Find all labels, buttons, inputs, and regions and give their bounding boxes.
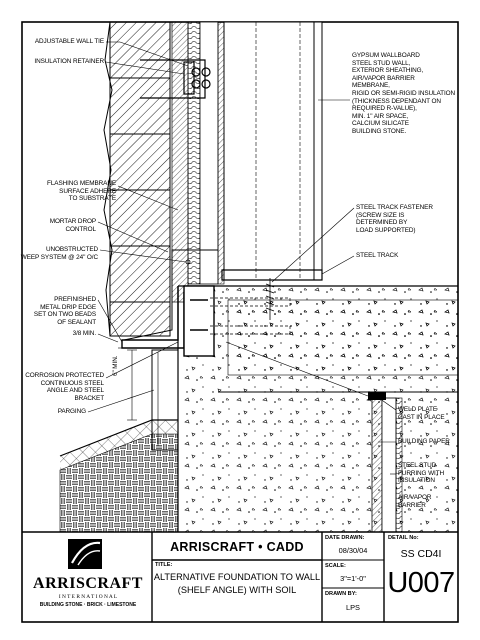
steel-track <box>221 269 323 281</box>
scale-value: 3"=1'-0" <box>340 574 366 583</box>
label-adjustable-wall-tie: ADJUSTABLE WALL TIE <box>34 38 104 45</box>
detail-number-label: DETAIL No: <box>388 535 419 541</box>
title-block <box>22 531 458 622</box>
drawn-by-value: LPS <box>346 603 360 612</box>
label-drip-edge: PREFINISHED METAL DRIP EDGE SET ON TWO B… <box>33 296 96 326</box>
track-fastener <box>265 278 275 320</box>
label-weep-system: UNOBSTRUCTED WEEP SYSTEM @ 24" O/C <box>20 246 98 261</box>
air-vapor-membrane <box>217 22 225 285</box>
floor-slab <box>227 299 458 376</box>
drawn-by-label: DRAWN BY: <box>325 591 357 597</box>
title-line-2: (SHELF ANGLE) WITH SOIL <box>177 585 297 595</box>
stone-veneer <box>109 22 171 337</box>
label-weld-plate: WELD PLATE CAST IN PLACE <box>398 406 445 421</box>
sheathing <box>199 22 219 285</box>
steel-stud-wall <box>223 22 315 281</box>
steel-stud-furring <box>381 397 397 532</box>
label-3-8-min: 3/8 MIN. <box>72 330 96 337</box>
dimension-3-8 <box>118 335 124 349</box>
label-furring: STEEL STUD FURRING WITH INSULATION <box>398 462 445 485</box>
label-air-vapor: AIR/VAPOR BARRIER <box>398 494 432 509</box>
label-wall-assembly: GYPSUM WALLBOARD STEEL STUD WALL, EXTERI… <box>352 52 456 135</box>
logo-subtitle: I N T E R N A T I O N A L <box>58 594 118 600</box>
label-flashing-membrane: FLASHING MEMBRANE SURFACE ADHERE TO SUBS… <box>47 180 116 203</box>
label-building-paper: BUILDING PAPER <box>398 438 450 445</box>
arriscraft-logo-icon <box>68 539 102 569</box>
logo-name: ARRISCRAFT <box>33 575 143 592</box>
label-shelf-angle: CORROSION PROTECTED CONTINUOUS STEEL ANG… <box>25 372 104 402</box>
flashing-membrane <box>123 249 218 341</box>
label-insulation-retainer: INSULATION RETAINER <box>34 58 104 65</box>
label-parging: PARGING <box>57 408 86 415</box>
header-arriscraft-cadd: ARRISCRAFT • CADD <box>170 540 304 554</box>
label-steel-track: STEEL TRACK <box>356 252 399 259</box>
adjustable-wall-tie <box>140 59 211 99</box>
building-paper <box>371 397 383 532</box>
soil <box>59 433 179 532</box>
scale-label: SCALE: <box>325 563 346 569</box>
logo-tagline: BUILDING STONE · BRICK · LIMESTONE <box>39 602 137 608</box>
dimension-6-min <box>127 349 137 421</box>
label-mortar-drop: MORTAR DROP CONTROL <box>49 218 96 233</box>
detail-number: U007 <box>387 567 455 599</box>
label-track-fastener: STEEL TRACK FASTENER (SCREW SIZE IS DETE… <box>356 204 433 234</box>
rigid-insulation <box>171 22 189 303</box>
date-drawn-label: DATE DRAWN: <box>325 535 365 541</box>
date-drawn-value: 08/30/04 <box>338 546 368 555</box>
label-6-min: 6" MIN. <box>112 355 119 376</box>
semi-rigid-insulation <box>187 22 201 285</box>
steel-shelf-angle <box>121 285 215 357</box>
title-line-1: ALTERNATIVE FOUNDATION TO WALL <box>153 572 321 582</box>
leader-lines <box>87 41 400 507</box>
weld-plate <box>368 392 386 400</box>
detail-code: SS CD4I <box>400 548 442 560</box>
title-label: TITLE: <box>155 562 173 568</box>
gypsum-wallboard <box>313 22 323 281</box>
